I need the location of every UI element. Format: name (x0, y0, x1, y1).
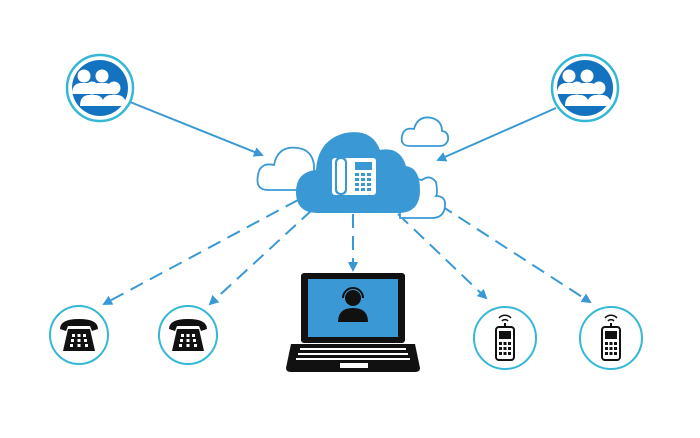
desk-phone-2-icon (158, 305, 218, 365)
desk-phone-1-icon (49, 305, 109, 365)
desk-phone-icon (332, 157, 376, 195)
outline-cloud-top-right-icon (400, 116, 450, 147)
users-group-left-icon (67, 55, 133, 121)
arrow-left-group-to-cloud (129, 101, 264, 157)
mobile-phone-1-icon (473, 306, 537, 370)
cloud-pbx-icon (296, 132, 420, 213)
dashed-arrow-to-phone-1 (102, 199, 299, 305)
dashed-arrow-to-mobile-1 (397, 213, 488, 300)
mobile-phone-2-icon (579, 306, 643, 370)
connectors (102, 101, 592, 306)
users-group-right-icon (552, 55, 618, 121)
arrow-right-group-to-cloud (436, 107, 557, 162)
laptop-agent-icon (286, 273, 420, 372)
dashed-arrow-to-mobile-2 (439, 204, 592, 304)
dashed-arrow-to-phone-2 (208, 209, 313, 306)
